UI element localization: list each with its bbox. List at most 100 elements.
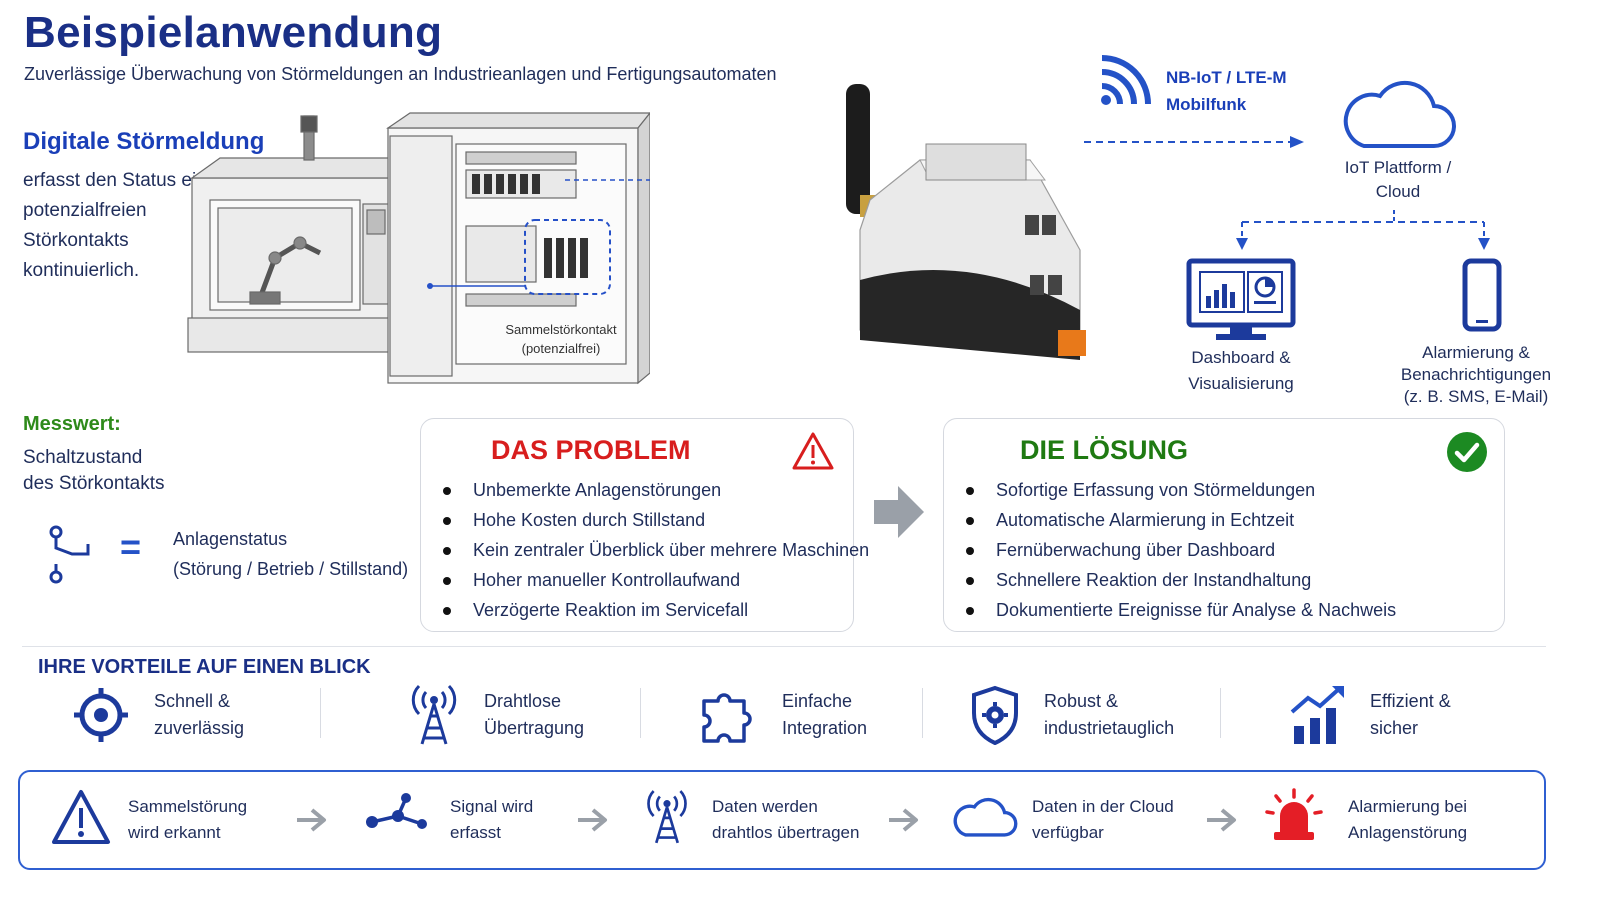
flow-step-label: Sammelstörung wird erkannt [128,794,247,846]
alerting-line2: Benachrichtigungen [1400,365,1552,384]
antenna-icon [411,684,457,745]
target-icon [74,688,128,742]
cloud-line2: Cloud [1375,182,1421,201]
advantage-label: Robust & industrietauglich [1044,688,1174,742]
solution-title: DIE LÖSUNG [1020,435,1189,465]
flow-step-line: verfügbar [1032,823,1104,842]
advantage-separator [640,688,641,738]
advantage-line: Einfache [782,691,853,711]
measure-line1: Schaltzustand [23,447,143,468]
dashed-arrow-to-cloud [1084,136,1304,148]
wireless-signal-icon [1101,55,1151,105]
contact-caption-line: (potenzialfrei) [521,341,601,356]
puzzle-icon [702,693,752,743]
measure-line2: des Störkontakts [23,473,165,494]
digital-description: erfasst den Status eines potenzialfreien… [23,166,227,286]
advantage-label: Effizient & sicher [1370,688,1451,742]
advantage-line: industrietauglich [1044,718,1175,738]
advantage-line: zuverlässig [154,718,245,738]
flow-step-line: wird erkannt [128,823,221,842]
iot-device-illustration [846,84,1086,360]
flow-arrow-icon [578,808,607,832]
advantage-separator [320,688,321,738]
advantage-line: Robust & [1044,691,1119,711]
advantage-separator [922,688,923,738]
flow-step-label: Alarmierung bei Anlagenstörung [1348,794,1467,846]
advantage-line: Integration [782,718,868,738]
digital-line: potenzialfreien [23,200,147,221]
flow-step-line: Anlagenstörung [1348,823,1468,842]
solution-item: Fernüberwachung über Dashboard [944,535,1396,565]
advantage-item: Schnell & zuverlässig [72,680,244,750]
flow-arrow-icon [297,808,326,832]
flow-step-line: erfasst [450,823,502,842]
measure-description: Schaltzustand des Störkontakts [23,445,165,497]
network-line1: NB-IoT / LTE-M [1166,68,1287,87]
advantage-item: Drahtlose Übertragung [406,680,584,750]
flow-step-line: Signal wird [450,797,534,816]
measure-result: Anlagenstatus (Störung / Betrieb / Still… [173,524,408,584]
advantage-line: Übertragung [484,718,585,738]
advantage-item: Effizient & sicher [1288,680,1451,750]
advantage-label: Schnell & zuverlässig [154,688,244,742]
problem-item: Hoher manueller Kontrollaufwand [421,565,869,595]
flow-step-label: Daten werden drahtlos übertragen [712,794,859,846]
digital-line: Störkontakts [23,230,129,251]
contact-caption: Sammelstörkontakt (potenzialfrei) [496,320,626,358]
advantage-label: Einfache Integration [782,688,867,742]
advantage-line: Effizient & [1370,691,1451,711]
solution-item: Automatische Alarmierung in Echtzeit [944,505,1396,535]
dashboard-label: Dashboard & Visualisierung [1160,345,1322,397]
flow-step-label: Daten in der Cloud verfügbar [1032,794,1174,846]
warning-triangle-icon [792,432,834,470]
flow-step-label: Signal wird erfasst [450,794,533,846]
problem-item: Hohe Kosten durch Stillstand [421,505,869,535]
flow-arrow-icon [1207,808,1236,832]
flow-step-line: Daten werden [712,797,818,816]
problem-list: Unbemerkte Anlagenstörungen Hohe Kosten … [421,475,869,625]
process-flow-bar [18,770,1546,870]
signal-nodes-icon [366,793,427,829]
advantage-item: Robust & industrietauglich [970,680,1174,750]
flow-step-line: Daten in der Cloud [1032,797,1174,816]
shield-gear-icon [972,685,1018,745]
advantage-line: sicher [1370,718,1419,738]
right-arrow-icon [874,486,924,538]
page-subtitle: Zuverlässige Überwachung von Störmeldung… [24,64,777,84]
solution-item: Sofortige Erfassung von Störmeldungen [944,475,1396,505]
dashboard-line2: Visualisierung [1188,374,1294,393]
problem-item: Unbemerkte Anlagenstörungen [421,475,869,505]
switch-contact-icon [49,525,90,584]
section-divider [22,646,1546,647]
contact-caption-line: Sammelstörkontakt [505,322,617,337]
advantage-label: Drahtlose Übertragung [484,688,584,742]
advantage-separator [1220,688,1221,738]
machine-cabinet-illustration [187,112,650,385]
alerting-label: Alarmierung & Benachrichtigungen (z. B. … [1388,342,1564,408]
network-label: NB-IoT / LTE-M Mobilfunk [1166,64,1287,118]
growth-chart-icon [1290,686,1344,744]
dashboard-line1: Dashboard & [1191,348,1291,367]
problem-box: DAS PROBLEM Unbemerkte Anlagenstörungen … [420,418,869,632]
smartphone-icon [1462,258,1502,332]
network-line2: Mobilfunk [1166,95,1247,114]
cloud-icon [953,797,1018,837]
alerting-line1: Alarmierung & [1422,343,1530,362]
problem-item: Kein zentraler Überblick über mehrere Ma… [421,535,869,565]
advantages-heading: IHRE VORTEILE AUF EINEN BLICK [38,656,371,678]
flow-arrow-icon [889,808,918,832]
warning-icon [52,790,110,844]
advantage-line: Schnell & [154,691,231,711]
solution-item: Schnellere Reaktion der Instandhaltung [944,565,1396,595]
measure-heading: Messwert: [23,413,121,435]
flow-step-line: drahtlos übertragen [712,823,860,842]
flow-step-line: Alarmierung bei [1348,797,1468,816]
solution-box: DIE LÖSUNG Sofortige Erfassung von Störm… [943,418,1505,632]
measure-result-line2: (Störung / Betrieb / Stillstand) [173,559,409,579]
digital-line: erfasst den Status eines [23,170,227,191]
dashboard-monitor-icon [1186,258,1296,340]
check-circle-icon [1447,432,1487,472]
flow-step-line: Sammelstörung [128,797,248,816]
dashed-branch-arrows [1236,210,1490,250]
cloud-line1: IoT Plattform / [1344,158,1452,177]
